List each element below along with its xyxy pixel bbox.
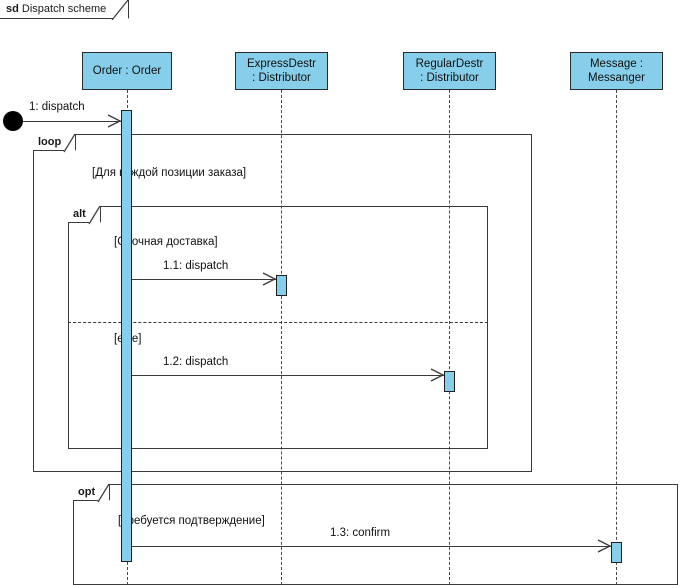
fragment-opt-operator-label: opt xyxy=(73,483,111,503)
fragment-alt-corner-line xyxy=(88,205,101,225)
fragment-loop-operator-label: loop xyxy=(33,133,77,153)
message-1-arrowhead xyxy=(107,114,122,128)
fragment-opt-corner-line xyxy=(97,483,110,503)
frame-tab-corner-line xyxy=(111,0,129,20)
lifeline-head-express[interactable]: ExpressDestr : Distributor xyxy=(235,52,328,90)
message-1-1-arrowhead xyxy=(262,272,277,286)
fragment-loop-guard: [Для каждой позиции заказа] xyxy=(92,167,247,179)
diagram-frame-label: sd Dispatch scheme xyxy=(0,0,130,20)
message-1-2-line[interactable] xyxy=(132,375,444,376)
fragment-opt-guard: [Требуется подтверждение] xyxy=(118,515,265,527)
message-1-label: 1: dispatch xyxy=(29,101,85,113)
diagram-kind-keyword: sd xyxy=(6,3,19,15)
lifeline-head-order[interactable]: Order : Order xyxy=(82,52,172,90)
fragment-alt[interactable] xyxy=(68,206,488,449)
message-1-2-arrowhead xyxy=(430,368,445,382)
message-1-2-label: 1.2: dispatch xyxy=(163,356,229,368)
lifeline-name-express-line2: : Distributor xyxy=(252,72,311,84)
lifeline-name-regular-line1: RegularDestr xyxy=(415,58,484,70)
message-1-1-line[interactable] xyxy=(132,279,276,280)
activation-bar-express[interactable] xyxy=(276,275,287,296)
lifeline-name-express-line1: ExpressDestr xyxy=(246,58,317,70)
fragment-opt-operator: opt xyxy=(78,486,96,498)
fragment-alt-guard: [Срочная доставка] xyxy=(114,236,218,248)
lifeline-name-message-line1: Message : xyxy=(589,58,644,70)
lifeline-head-message[interactable]: Message : Messanger xyxy=(570,52,663,90)
fragment-alt-operator: alt xyxy=(73,208,86,220)
activation-bar-regular[interactable] xyxy=(444,371,455,392)
fragment-alt-operator-label: alt xyxy=(68,205,101,225)
diagram-title: Dispatch scheme xyxy=(21,3,107,15)
fragment-loop[interactable] xyxy=(33,134,532,472)
lifeline-stem-express xyxy=(281,90,282,585)
message-1-3-arrowhead xyxy=(597,539,612,553)
activation-bar-message[interactable] xyxy=(611,542,622,563)
lifeline-stem-message xyxy=(616,90,617,585)
lifeline-name-message-line2: Messanger xyxy=(588,72,645,84)
fragment-alt-divider xyxy=(68,322,488,323)
found-message-start-dot xyxy=(3,111,23,131)
message-1-3-label: 1.3: confirm xyxy=(330,527,391,539)
message-1-1-label: 1.1: dispatch xyxy=(163,260,229,272)
lifeline-name-regular-line2: : Distributor xyxy=(420,72,479,84)
fragment-loop-operator: loop xyxy=(38,136,62,148)
lifeline-stem-regular xyxy=(449,90,450,585)
fragment-loop-corner-line xyxy=(63,133,76,153)
message-1-3-line[interactable] xyxy=(132,546,611,547)
lifeline-head-regular[interactable]: RegularDestr : Distributor xyxy=(403,52,496,90)
activation-bar-order[interactable] xyxy=(121,110,132,562)
lifeline-name-order-line1: Order : Order xyxy=(92,65,162,77)
message-1-line[interactable] xyxy=(23,121,121,122)
